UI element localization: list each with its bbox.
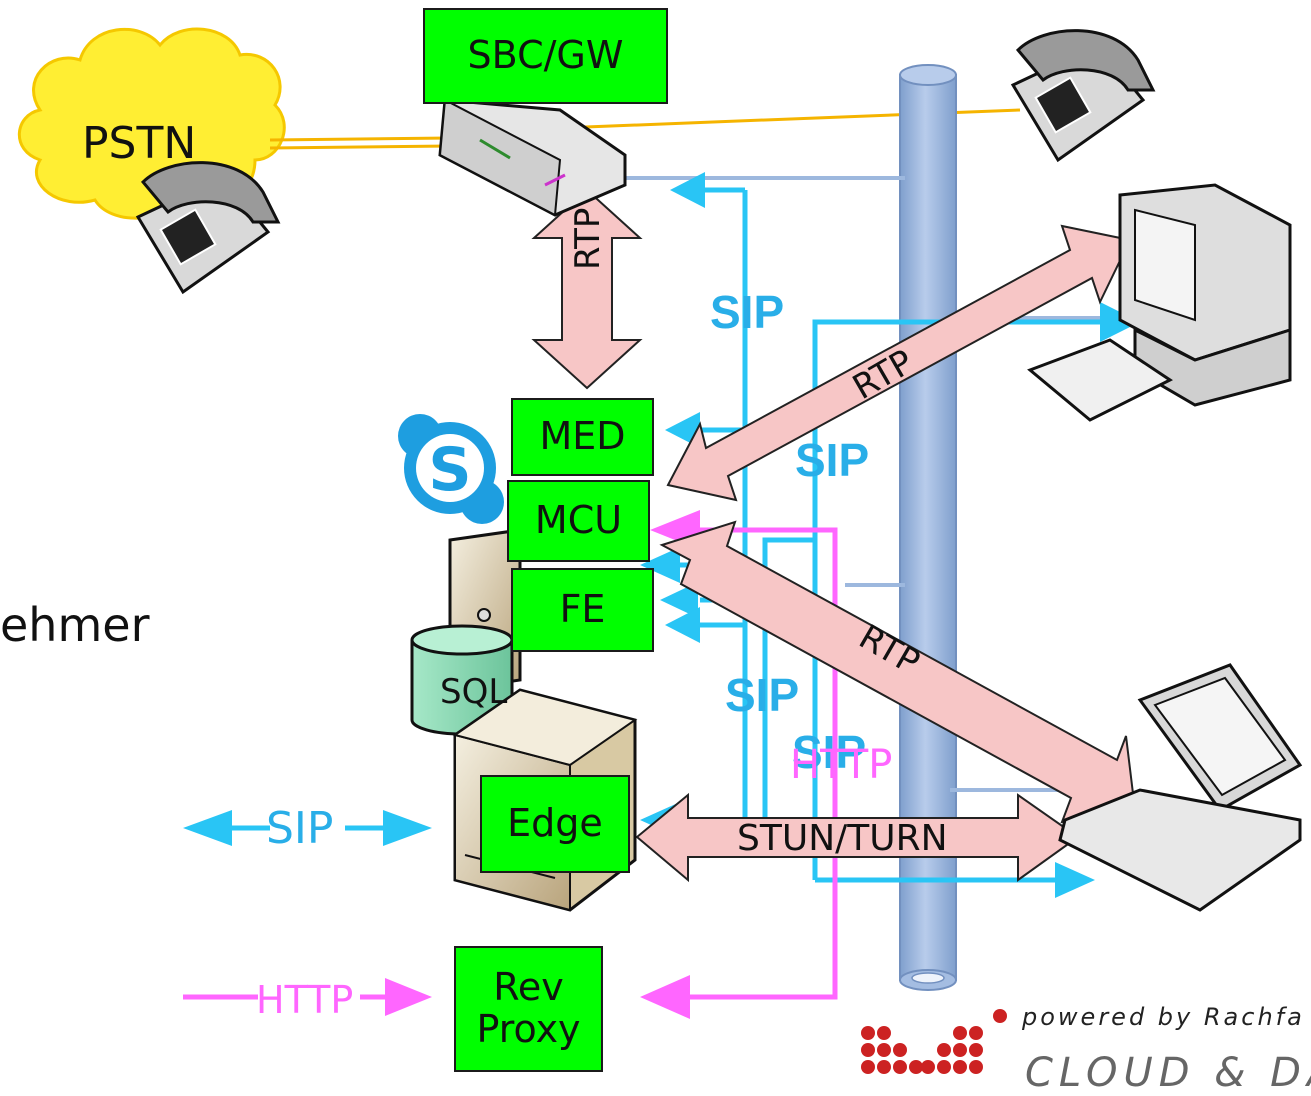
sip-label-bottom: SIP [792,726,867,778]
rtp-vertical-arrow [531,188,643,390]
mcu-box: MCU [507,480,650,562]
sip-label-lower: SIP [725,669,800,721]
mcu-label: MCU [534,498,623,543]
left-http-arrow [183,978,432,1016]
http-connections [680,527,838,1000]
reverse-proxy-box: Rev Proxy [454,946,603,1072]
powered-by-text: powered by Rachfa [1022,1003,1305,1031]
sip-label-top: SIP [710,286,785,338]
fe-label: FE [559,587,606,632]
rev-label: Rev [493,965,564,1010]
sip-label-middle: SIP [795,434,870,486]
mediation-server-box: MED [511,398,654,476]
participant-text-fragment: ehmer [0,598,150,652]
front-end-box: FE [511,568,654,652]
left-http-label: HTTP [256,978,354,1022]
sql-label: SQL [440,672,508,712]
company-logo [861,1009,1007,1074]
rtp-vertical-label: RTP [568,207,608,270]
http-label-vertical: HTTP [790,742,893,788]
svg-text:S: S [428,435,471,505]
laptop-icon [1058,663,1303,912]
desktop-computer-icon [1027,183,1292,422]
phone-icon [1010,29,1156,163]
phone-icon [135,161,281,295]
edge-server-box: Edge [480,775,630,873]
router-icon [438,98,627,217]
skype-icon: S [398,414,504,524]
cloud-text: CLOUD & DA [1025,1050,1311,1096]
sbc-gateway-label: SBC/GW [467,33,624,78]
stun-turn-label: STUN/TURN [737,818,948,859]
left-sip-label: SIP [266,803,334,854]
proxy-label: Proxy [476,1007,581,1051]
pstn-label: PSTN [82,118,197,169]
left-sip-arrow [183,810,432,846]
database-icon [410,624,514,736]
sbc-gateway-box: SBC/GW [423,8,668,104]
edge-label: Edge [507,801,603,846]
med-label: MED [539,414,626,459]
